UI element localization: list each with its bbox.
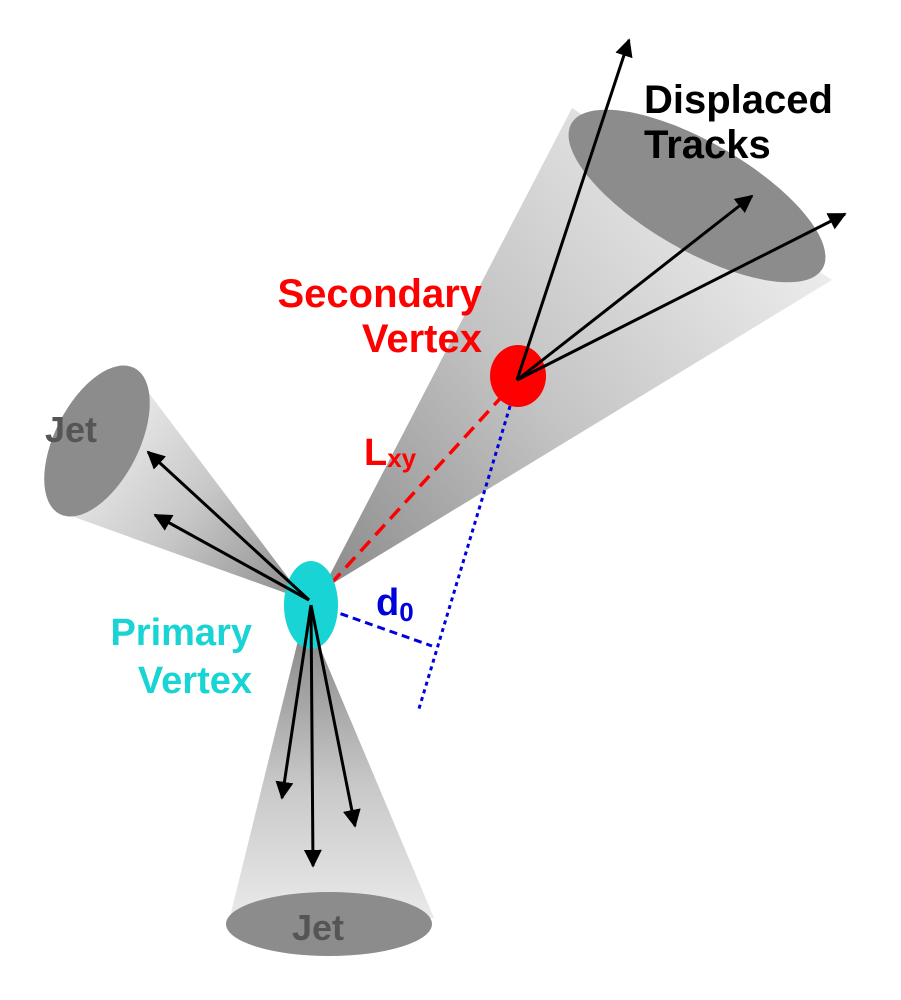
left-jet-track-arrow	[153, 513, 310, 602]
displaced-track-arrows	[515, 38, 847, 382]
left-jet-cap	[44, 365, 150, 517]
left-jet-arrows	[146, 450, 311, 602]
bottom-jet-track-arrow	[303, 604, 322, 868]
displaced-track-arrow	[516, 194, 754, 382]
bottom-jet-cap	[226, 892, 432, 956]
primary-vertex-label-line1: Primary	[110, 612, 252, 654]
left-jet-track-arrow	[146, 450, 311, 602]
displaced-track-arrow	[515, 38, 633, 381]
d0-label: d0	[376, 582, 414, 627]
bottom-jet-label: Jet	[292, 907, 344, 948]
displaced-track-arrow	[516, 212, 847, 382]
bottom-jet-track-arrow	[275, 604, 313, 800]
left-jet-label: Jet	[45, 409, 97, 450]
secondary-vertex-label-line1: Secondary	[277, 272, 482, 316]
bottom-jet-cone	[226, 612, 434, 956]
secondary-vertex-label-line2: Vertex	[362, 317, 482, 361]
primary-vertex-label-line2: Vertex	[138, 660, 252, 702]
displaced-cone-cap	[568, 109, 826, 283]
lxy-line	[314, 378, 519, 602]
displaced-tracks-label-line2: Tracks	[644, 123, 771, 167]
displaced-tracks-label-line1: Displaced	[644, 78, 833, 122]
left-jet-cone	[44, 365, 305, 600]
bottom-jet-arrows	[275, 604, 361, 868]
lxy-label: Lxy	[364, 432, 417, 474]
bottom-jet-track-arrow	[309, 604, 361, 828]
